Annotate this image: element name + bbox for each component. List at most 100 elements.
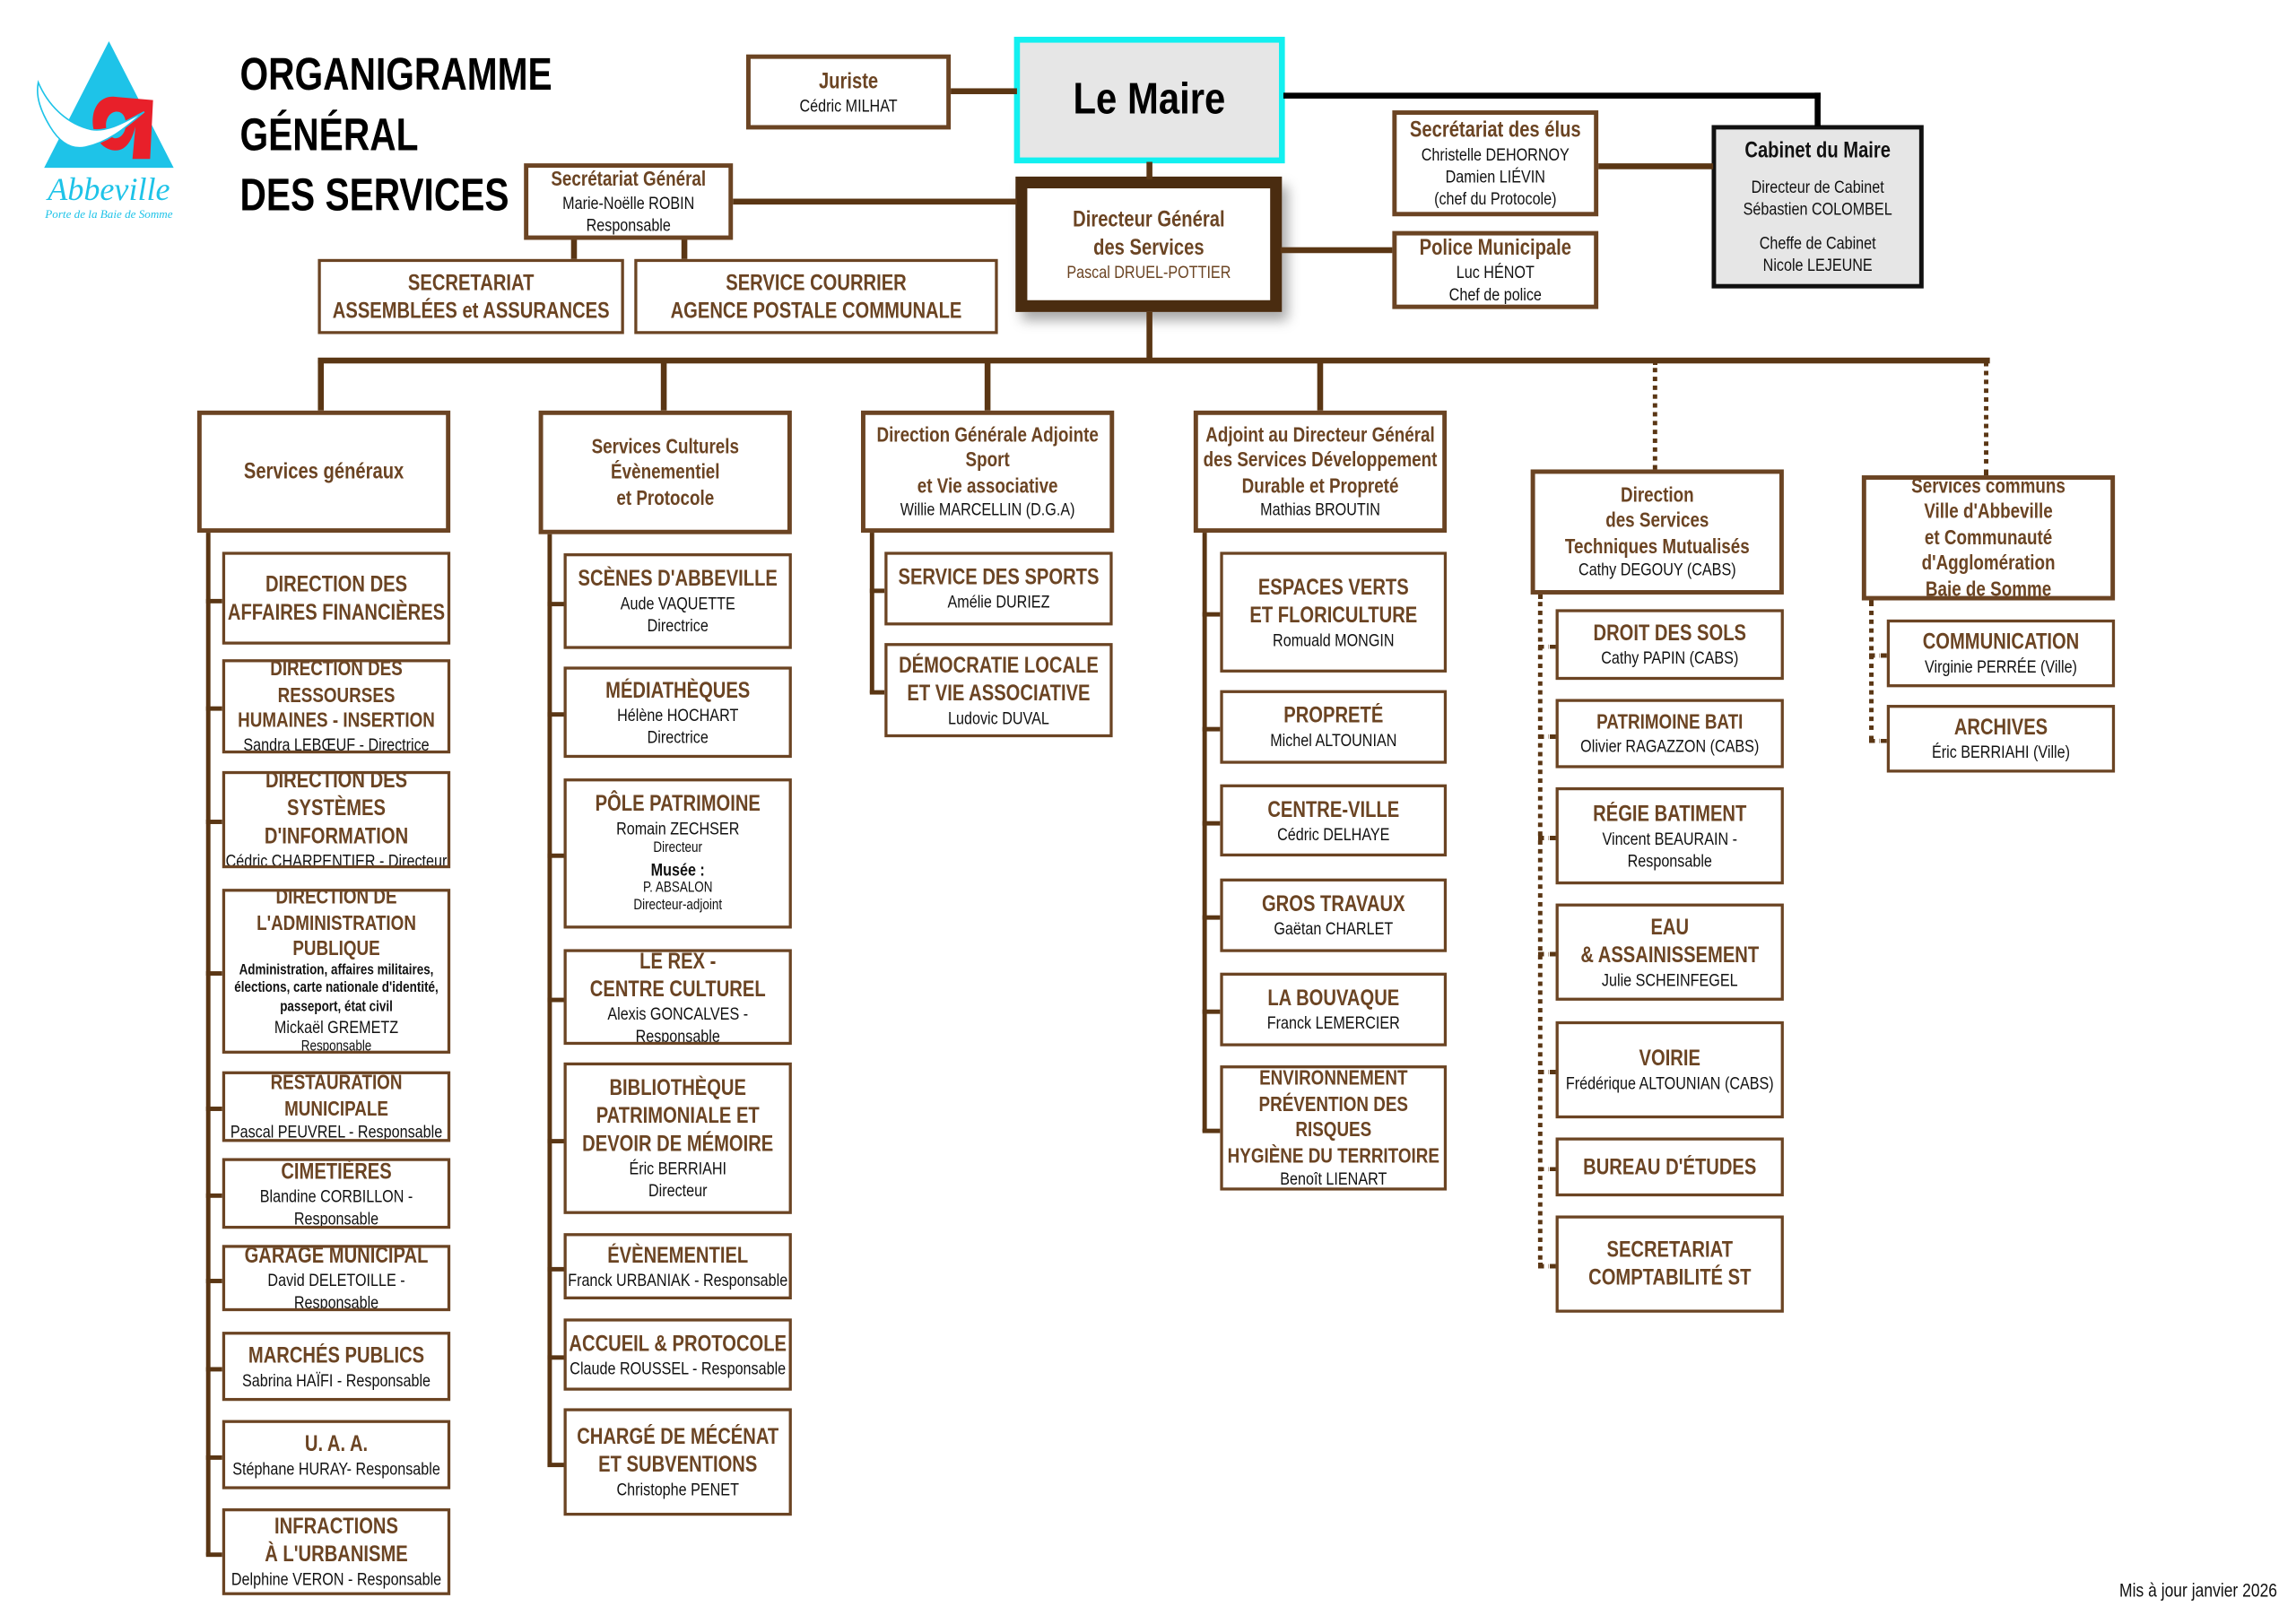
column-header-0: Services généraux xyxy=(196,410,451,534)
column-header-5: Services communs Ville d'Abbeville et Co… xyxy=(1861,475,2116,601)
connector-line xyxy=(1537,1167,1556,1172)
column-header-3-text: Mathias BROUTIN xyxy=(1260,499,1380,520)
service-box-content: DIRECTION DES RESSOURSES HUMAINES - INSE… xyxy=(225,659,448,754)
service-box-text: Delphine VERON - Responsable xyxy=(230,1568,442,1590)
service-box-text: Christophe PENET xyxy=(616,1479,739,1500)
connector-line xyxy=(660,360,667,411)
service-box-title: LE REX - CENTRE CULTUREL xyxy=(589,949,766,1002)
service-box: BUREAU D'ÉTUDES xyxy=(1555,1137,1784,1197)
connector-line xyxy=(547,1355,564,1360)
service-box-text: Julie SCHEINFEGEL xyxy=(1601,968,1738,990)
connector-line xyxy=(1869,653,1887,658)
connector-line xyxy=(547,1139,564,1144)
service-box-content: DIRECTION DES AFFAIRES FINANCIÈRES xyxy=(225,570,448,626)
service-box-content: SECRETARIAT COMPTABILITÉ ST xyxy=(1559,1236,1781,1291)
service-box-title: ESPACES VERTS ET FLORICULTURE xyxy=(1249,574,1418,628)
service-box-title: CHARGÉ DE MÉCÉNAT ET SUBVENTIONS xyxy=(577,1424,779,1478)
secretariat-elus-box-title: Secrétariat des élus xyxy=(1409,117,1581,143)
service-box-text: Responsable xyxy=(300,1038,372,1054)
cabinet-line: Directeur de Cabinet xyxy=(1751,176,1884,197)
juriste-box-title: Juriste xyxy=(818,68,879,94)
connector-line xyxy=(317,360,325,411)
connector-line xyxy=(205,706,222,711)
secretariat-elus-box-text: Christelle DEHORNOY Damien LIÉVIN (chef … xyxy=(1421,143,1570,210)
service-box-text: Éric BERRIAHI (Ville) xyxy=(1931,742,2071,763)
connector-line xyxy=(1202,1009,1221,1014)
connector-line xyxy=(681,238,688,261)
service-box-title: PROPRETÉ xyxy=(1283,703,1384,729)
secretariat-general-box-text: Marie-Noëlle ROBIN Responsable xyxy=(562,192,695,236)
column-header-1-content: Services Culturels Évènementiel et Proto… xyxy=(544,434,787,511)
service-box-text: P. ABSALON Directeur-adjoint xyxy=(633,879,723,915)
service-box-title: PATRIMOINE BATI xyxy=(1596,709,1744,734)
connector-line xyxy=(1537,1264,1556,1269)
cabinet-box: Cabinet du Maire Directeur de Cabinet Sé… xyxy=(1711,125,1924,289)
connector-line xyxy=(205,1107,222,1111)
column-header-3-content: Adjoint au Directeur Général des Service… xyxy=(1198,422,1442,522)
service-courrier-box-title: SERVICE COURRIER AGENCE POSTALE COMMUNAL… xyxy=(670,270,962,324)
secretariat-assemblees-box: SECRETARIAT ASSEMBLÉES et ASSURANCES xyxy=(317,258,624,334)
service-box-text: Ludovic DUVAL xyxy=(948,707,1049,728)
title-line: DES SERVICES xyxy=(239,169,509,221)
service-box-title: RÉGIE BATIMENT xyxy=(1593,801,1747,827)
column-header-2-text: Willie MARCELLIN (D.G.A) xyxy=(900,499,1075,520)
connector-line xyxy=(1537,951,1556,957)
dgs-title: Directeur Général des Services xyxy=(1073,206,1225,260)
connector-line xyxy=(1146,161,1152,180)
connector-line xyxy=(570,238,578,261)
connector-line xyxy=(1202,821,1221,826)
service-box-title: ACCUEIL & PROTOCOLE xyxy=(569,1331,787,1357)
service-box-text: Vincent BEAURAIN - Responsable xyxy=(1602,828,1737,871)
connector-line xyxy=(1202,612,1221,617)
service-box-text: Sandra LEBŒUF - Directrice xyxy=(243,734,430,754)
connector-line xyxy=(205,598,222,604)
connector-line xyxy=(1317,360,1324,411)
column-header-5-content: Services communs Ville d'Abbeville et Co… xyxy=(1866,480,2110,596)
cabinet-line: Sébastien COLOMBEL xyxy=(1743,198,1892,220)
service-box-title: DIRECTION DES RESSOURSES HUMAINES - INSE… xyxy=(238,659,435,732)
service-box-text: Musée : xyxy=(650,858,705,880)
connector-line xyxy=(1537,644,1556,649)
connector-line xyxy=(1146,311,1152,362)
connector-line xyxy=(1984,360,1988,476)
service-box-title: INFRACTIONS À L'URBANISME xyxy=(265,1514,408,1568)
service-box-text: Stéphane HURAY- Responsable xyxy=(232,1457,440,1479)
service-box-title: VOIRIE xyxy=(1639,1046,1700,1072)
service-box-text: David DELETOILLE - Responsable xyxy=(267,1270,405,1312)
connector-line xyxy=(1202,1128,1221,1133)
service-box-text: Mickaël GREMETZ xyxy=(274,1017,399,1038)
service-box-title: U. A. A. xyxy=(304,1430,369,1456)
connector-line xyxy=(205,533,211,1555)
service-box-text: Romuald MONGIN xyxy=(1273,629,1395,650)
update-date: Mis à jour janvier 2026 xyxy=(2119,1578,2278,1602)
connector-line xyxy=(1283,92,1821,99)
connector-line xyxy=(1537,836,1556,841)
service-box-title: MÉDIATHÈQUES xyxy=(605,677,751,703)
connector-line xyxy=(547,1266,564,1272)
